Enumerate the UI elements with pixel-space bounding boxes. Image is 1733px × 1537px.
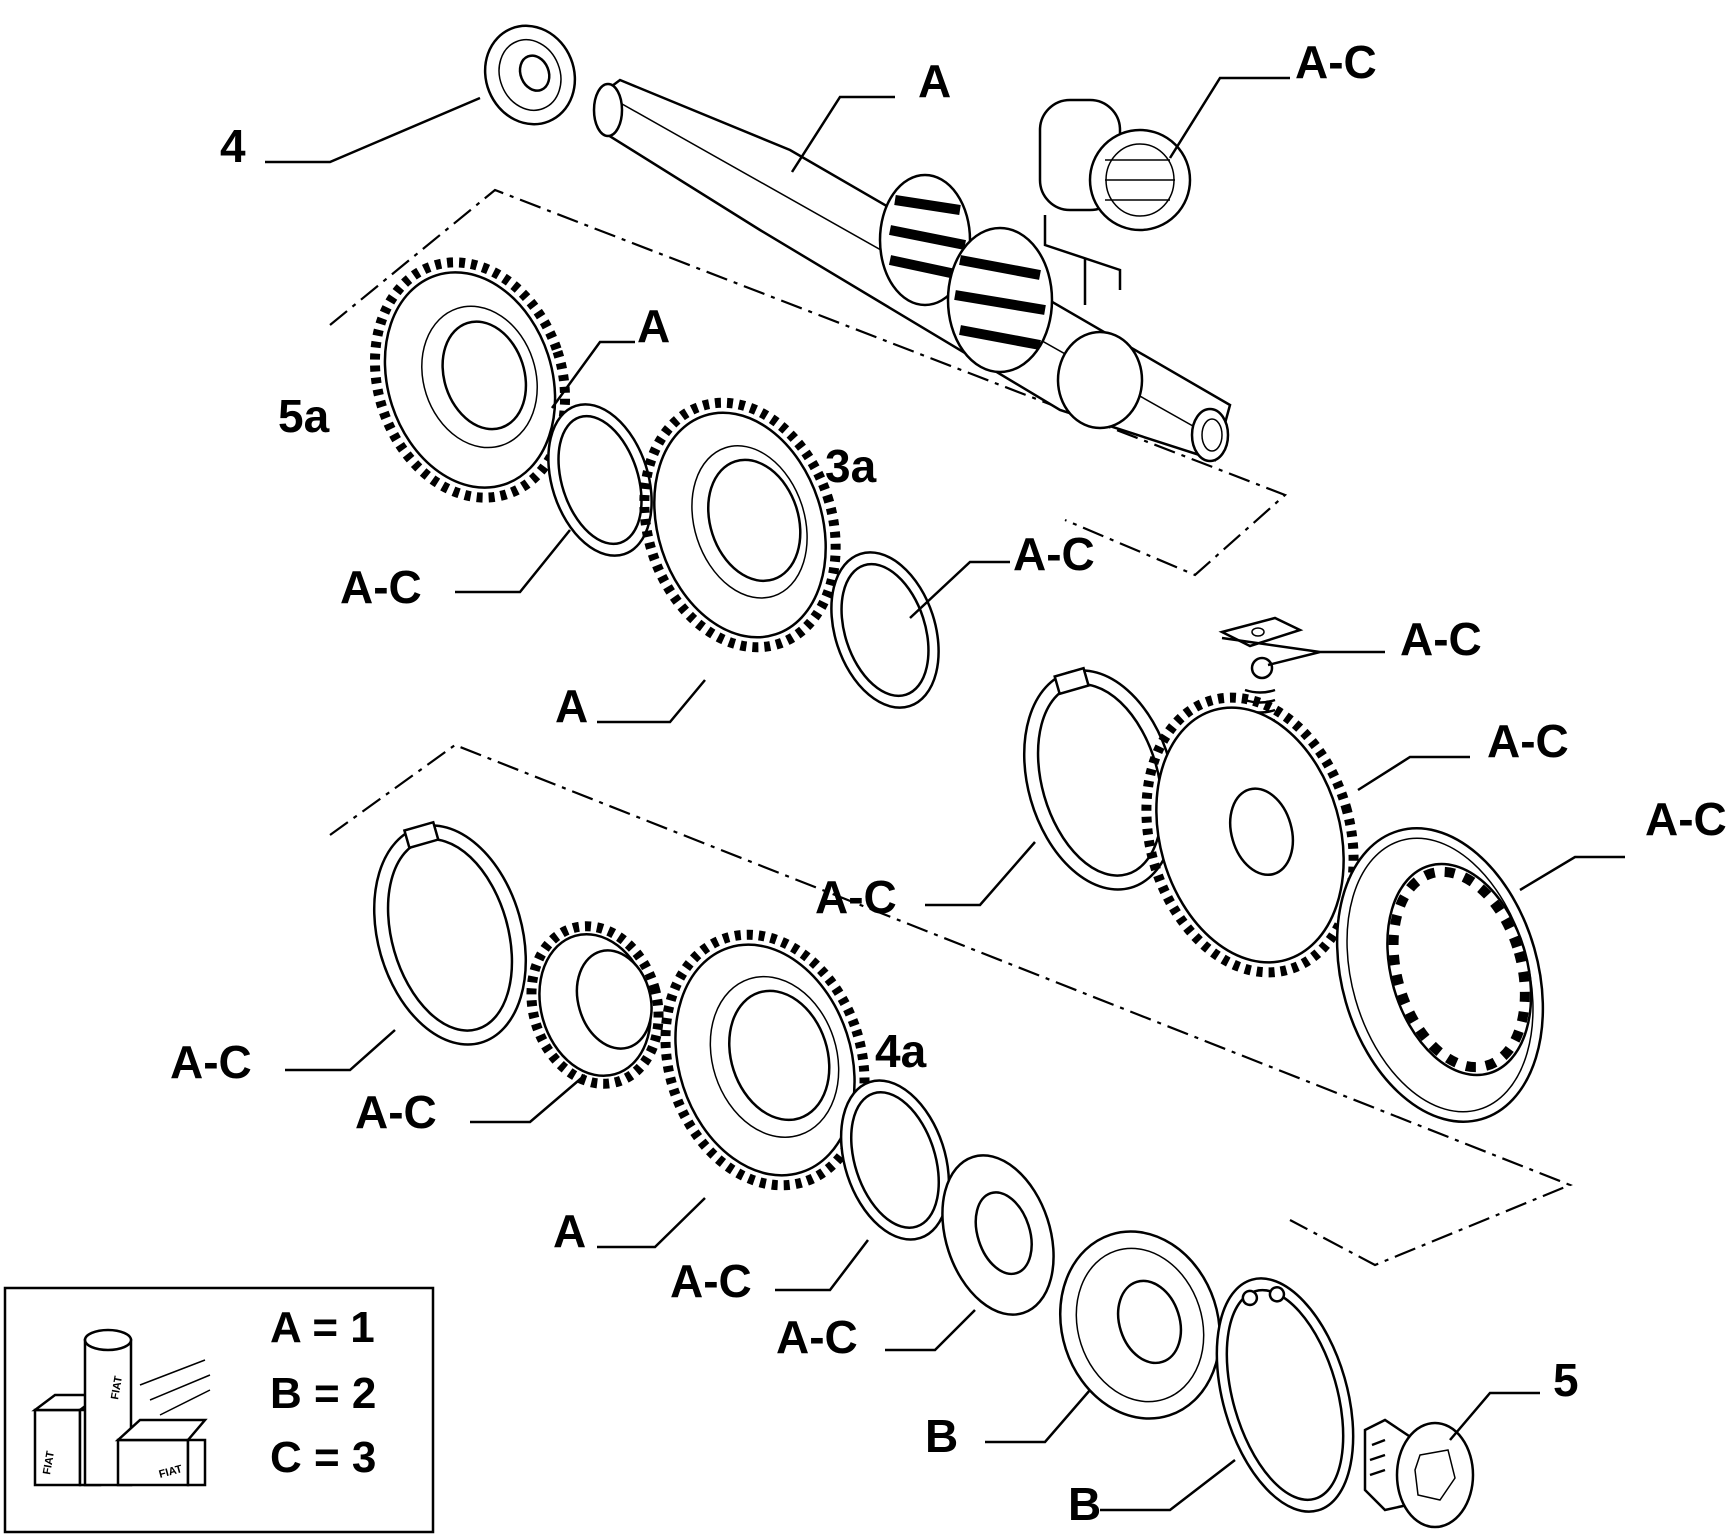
label-washer-4: A-C: [776, 1311, 858, 1363]
fiat-logo-text-1: FIAT: [41, 1450, 57, 1476]
label-gear-4a-ref: A: [553, 1205, 586, 1257]
label-hub-right: A-C: [1487, 715, 1569, 767]
legend-line-2: B = 2: [270, 1369, 376, 1418]
bearing-4: [483, 24, 577, 126]
splined-bush-left: [526, 921, 664, 1089]
label-sleeve-right: A-C: [1645, 793, 1727, 845]
thrust-washer-3: [839, 1079, 951, 1241]
gear-5a: [369, 257, 571, 503]
label-gear-3a-ref: A: [555, 680, 588, 732]
legend-line-1: A = 1: [270, 1303, 375, 1352]
assembly-frame-lower: [329, 743, 1573, 1267]
label-bush-left: A-C: [355, 1086, 437, 1138]
label-washer-3: A-C: [670, 1255, 752, 1307]
legend-box: FIAT FIAT FIAT A = 1 B = 2 C = 3: [3, 1286, 435, 1534]
ball-bearing-b: [1058, 1230, 1222, 1420]
label-shaft-a: A: [918, 55, 951, 107]
label-gear-5a: 5a: [278, 390, 330, 442]
label-bearing-4: 4: [220, 120, 246, 172]
main-shaft: [592, 78, 1232, 463]
label-screw-5: 5: [1553, 1354, 1579, 1406]
label-bearing-b: B: [925, 1410, 958, 1462]
label-washer-1: A-C: [340, 561, 422, 613]
label-sync-ring-left: A-C: [170, 1036, 252, 1088]
label-bearing-ac: A-C: [1295, 36, 1377, 88]
label-sync-ring-right: A-C: [815, 871, 897, 923]
label-washer-2: A-C: [1013, 528, 1095, 580]
label-gear-4a: 4a: [875, 1025, 927, 1077]
label-circlip-b: B: [1068, 1478, 1101, 1530]
gear-3a: [639, 397, 841, 653]
legend-line-3: C = 3: [270, 1433, 376, 1482]
fiat-logo-text-3: FIAT: [158, 1463, 184, 1481]
thrust-washer-1: [547, 403, 653, 557]
sync-ring-left: [372, 820, 528, 1046]
assembly-frame-upper: [329, 188, 1288, 577]
sync-ring-right: [1022, 666, 1178, 891]
thrust-washer-2: [830, 551, 940, 709]
leader-lines: [265, 76, 1625, 1512]
fiat-logo: FIAT FIAT FIAT: [31, 1328, 211, 1487]
label-gear-3a: 3a: [825, 440, 877, 492]
sync-hub-right: [1141, 692, 1359, 978]
screw-5: [1363, 1418, 1475, 1529]
label-gear-5a-ref: A: [637, 300, 670, 352]
circlip-b: [1215, 1277, 1355, 1513]
sync-sleeve-right: [1335, 827, 1545, 1123]
gear-4a: [660, 929, 870, 1191]
label-detent: A-C: [1400, 613, 1482, 665]
needle-bearing-top: [1038, 98, 1192, 305]
fiat-logo-text-2: FIAT: [109, 1375, 125, 1401]
thrust-washer-4: [941, 1154, 1055, 1316]
